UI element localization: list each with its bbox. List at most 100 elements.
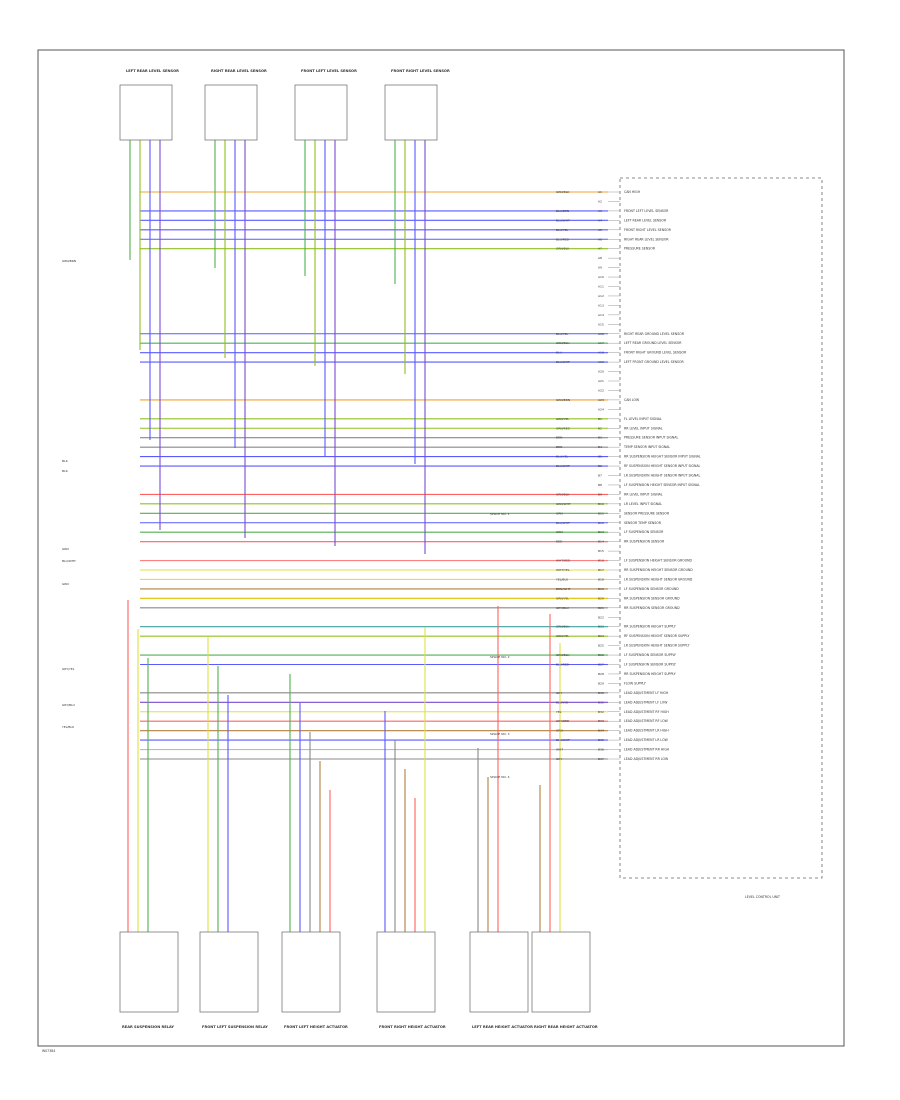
pin-number: B9 (598, 492, 602, 496)
pin-function: SENSOR PRESSURE SENSOR (624, 511, 670, 515)
sensor-name: RIGHT REAR LEVEL SENSOR (211, 69, 267, 73)
pin-number: B28 (598, 672, 604, 676)
diagram-frame (37, 49, 845, 1047)
ecu-pin-row: B15 (598, 549, 620, 553)
component-name: RIGHT REAR HEIGHT ACTUATOR (534, 1025, 598, 1029)
pin-function: LF SUSPENSION SENSOR (624, 530, 664, 534)
pin-function: CAN LOW (624, 398, 640, 402)
pin-number: A23 (598, 398, 604, 402)
pin-function: LR LEVEL INPUT SIGNAL (624, 502, 662, 506)
left-wire-label: GRY/YEL (62, 667, 75, 671)
component-outline (376, 931, 436, 1013)
bottom-component: LEFT REAR HEIGHT ACTUATOR (469, 931, 533, 1029)
left-wire-label: GRY/BLU (62, 703, 75, 707)
pin-function: LF SUSPENSION SENSOR GROUND (624, 587, 679, 591)
pin-number: B24 (598, 634, 604, 638)
wire-group (127, 140, 608, 932)
pin-function: LEAD ADJUSTMENT LF HIGH (624, 691, 669, 695)
pin-number: A2 (598, 199, 602, 203)
pin-wire-color: WHT/YEL (556, 568, 570, 572)
pin-number: A12 (598, 294, 604, 298)
pin-function: RR SUSPENSION HEIGHT SENSOR INPUT SIGNAL (624, 455, 701, 459)
pin-number: A21 (598, 379, 604, 383)
splice-label: SPLICE NO. 1 (490, 512, 510, 516)
bottom-component: RIGHT REAR HEIGHT ACTUATOR (531, 931, 598, 1029)
pin-function: RR SUSPENSION SENSOR GROUND (624, 596, 680, 600)
pin-function: LF SUSPENSION SENSOR SUPPLY (624, 663, 676, 667)
ecu-pin-row: A21 (598, 379, 620, 383)
pin-wire-color: BLU/BRN (556, 209, 569, 213)
component-outline (281, 931, 341, 1013)
ecu-pin-row: A24 (598, 407, 620, 411)
pin-number: A8 (598, 256, 602, 260)
pin-number: A20 (598, 370, 604, 374)
pin-number: A15 (598, 322, 604, 326)
pin-function: RR SUSPENSION SENSOR (624, 540, 665, 544)
pin-number: B8 (598, 483, 602, 487)
pin-function: LF SUSPENSION HEIGHT SENSOR GROUND (624, 559, 692, 563)
pin-function: LEAD ADJUSTMENT RR LOW (624, 757, 669, 761)
pin-wire-color: BLU/YEL (556, 455, 569, 459)
top-sensor-connector: FRONT LEFT LEVEL SENSOR (294, 69, 357, 141)
pin-wire-color: BRN/WHT (556, 587, 571, 591)
pin-wire-color: GRN/BLK (556, 247, 570, 251)
pin-number: B34 (598, 729, 604, 733)
sensor-outline (384, 84, 438, 141)
pin-wire-color: BLU/YEL (556, 228, 569, 232)
pin-number: A16 (598, 332, 604, 336)
pin-number: B17 (598, 568, 604, 572)
pin-wire-color: GRN/WHT (556, 502, 571, 506)
pin-wire-color: WHT (556, 748, 563, 752)
pin-wire-color: BLU/YEL (556, 332, 569, 336)
pin-wire-color: GRN (556, 530, 563, 534)
pin-wire-color: GRN (556, 729, 563, 733)
pin-function: LEAD ADJUSTMENT LR LOW (624, 738, 669, 742)
ecu-pin-row: A8 (598, 256, 620, 260)
pin-wire-color: GRN/YEL (556, 417, 569, 421)
sensor-name: LEFT REAR LEVEL SENSOR (126, 69, 179, 73)
pin-number: B15 (598, 549, 604, 553)
ecu-pin-row: A2 (598, 199, 620, 203)
splice-label: SPLICE NO. 2 (490, 655, 510, 659)
pin-wire-color: BLU/WHT (556, 521, 570, 525)
level-control-unit-box (619, 177, 823, 879)
sensor-name: FRONT LEFT LEVEL SENSOR (301, 69, 357, 73)
bottom-component: FRONT RIGHT HEIGHT ACTUATOR (376, 931, 446, 1029)
pin-function: RF SUSPENSION HEIGHT SENSOR INPUT SIGNAL (624, 464, 701, 468)
module-name-label: LEVEL CONTROL UNIT (745, 895, 780, 899)
pin-function: LEFT FRONT GROUND LEVEL SENSOR (624, 360, 685, 364)
pin-number: B12 (598, 521, 604, 525)
pin-number: B22 (598, 615, 604, 619)
pin-number: B29 (598, 681, 604, 685)
pin-wire-color: BRN (556, 436, 562, 440)
pin-number: B33 (598, 719, 604, 723)
ecu-pin-row: A12 (598, 294, 620, 298)
pin-function: LEAD ADJUSTMENT RF LOW (624, 719, 669, 723)
pin-number: A13 (598, 303, 604, 307)
pin-wire-color: BLU/WHT (556, 464, 570, 468)
pin-number: B25 (598, 644, 604, 648)
pin-number: B20 (598, 596, 604, 600)
left-wire-label: GRN (62, 582, 69, 586)
pin-wire-color: GRN/BLK (556, 492, 570, 496)
